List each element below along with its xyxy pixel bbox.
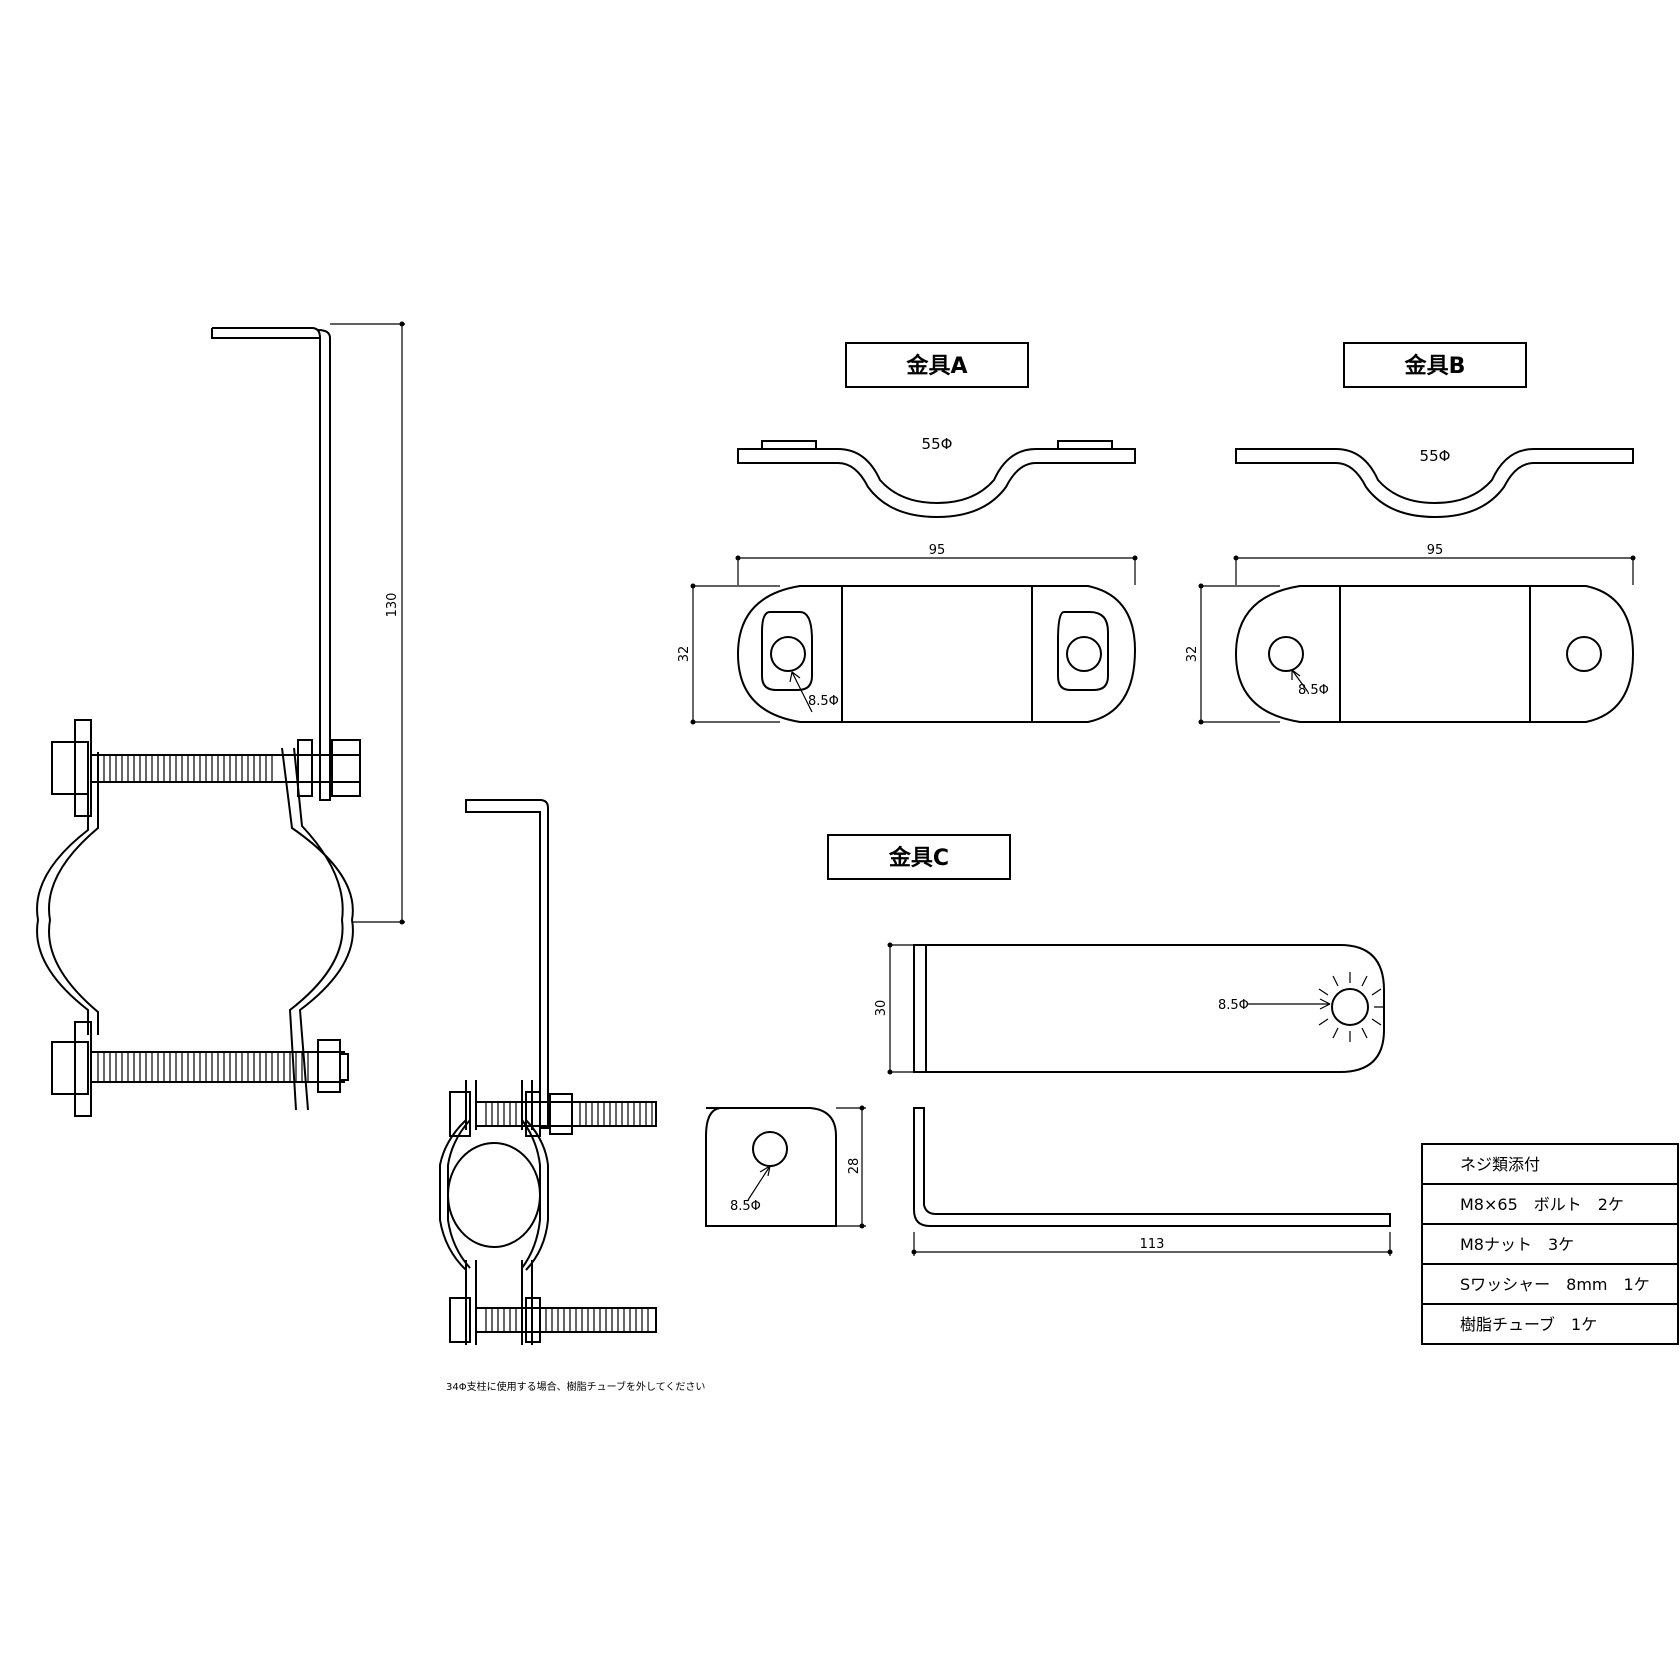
part-c-end-hole-dim: 8.5Φ xyxy=(730,1199,761,1214)
hardware-table: ネジ類添付 M8×65 ボルト 2ケ M8ナット 3ケ Sワッシャー 8mm 1… xyxy=(1421,1143,1679,1345)
part-c-width-dim: 30 xyxy=(874,1000,889,1017)
part-b-label: 金具B xyxy=(1404,353,1466,379)
assembly-small-view: 34Φ支柱に使用する場合、樹脂チューブを外してください xyxy=(439,799,705,1393)
part-c-length-dim: 113 xyxy=(1140,1237,1165,1252)
part-a-width-dim: 32 xyxy=(677,646,692,663)
part-b-pipe-dim: 55Φ xyxy=(1420,447,1451,465)
hardware-table-row: M8×65 ボルト 2ケ xyxy=(1460,1195,1624,1214)
assembly-large-view: 130 xyxy=(36,321,405,1117)
part-b: 金具B 55Φ 95 32 8.5Φ xyxy=(1185,342,1636,725)
part-c-label-box xyxy=(827,834,1011,880)
part-b-hole-dim: 8.5Φ xyxy=(1298,683,1329,698)
assembly-height-label: 130 xyxy=(385,593,400,618)
part-a-label: 金具A xyxy=(905,353,967,379)
part-b-width-dim: 32 xyxy=(1185,646,1200,663)
part-a-length-dim: 95 xyxy=(929,543,946,558)
usage-note: 34Φ支柱に使用する場合、樹脂チューブを外してください xyxy=(446,1380,705,1393)
hardware-table-row: Sワッシャー 8mm 1ケ xyxy=(1460,1275,1650,1294)
part-a-pipe-dim: 55Φ xyxy=(922,435,953,453)
hardware-table-row: M8ナット 3ケ xyxy=(1460,1235,1574,1254)
l-hook xyxy=(212,327,331,801)
part-c-label: 金具C xyxy=(888,845,949,871)
lower-bolt xyxy=(51,1021,349,1117)
part-b-length-dim: 95 xyxy=(1427,543,1444,558)
upper-bolt xyxy=(51,719,361,817)
height-dimension-line xyxy=(330,323,405,923)
part-b-label-box xyxy=(1343,342,1527,388)
part-a: 金具A 55Φ 95 32 8.5Φ xyxy=(677,342,1138,725)
part-c: 金具C 30 8.5Φ 8.5Φ 28 113 xyxy=(705,834,1393,1256)
hardware-table-row: 樹脂チューブ 1ケ xyxy=(1460,1315,1597,1334)
part-c-end-height-dim: 28 xyxy=(847,1158,862,1175)
clamp-band xyxy=(36,752,99,1035)
part-a-hole-dim: 8.5Φ xyxy=(808,694,839,709)
part-c-hole-dim: 8.5Φ xyxy=(1218,998,1249,1013)
part-a-label-box xyxy=(845,342,1029,388)
hardware-table-title: ネジ類添付 xyxy=(1460,1155,1540,1174)
